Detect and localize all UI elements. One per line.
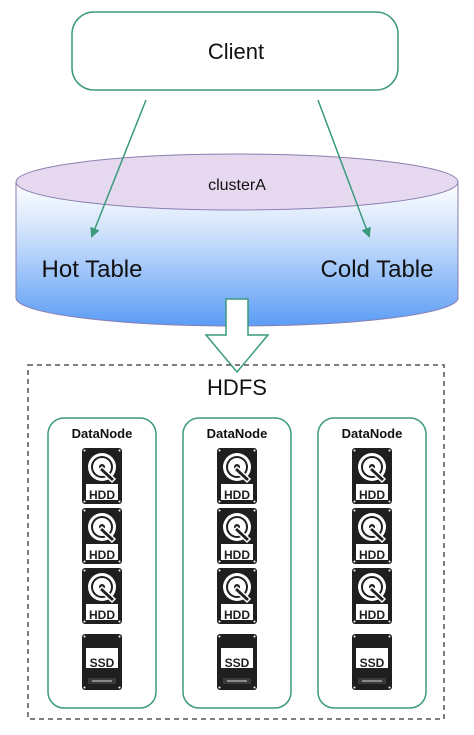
hdd-label: HDD bbox=[89, 548, 115, 562]
ssd-label: SSD bbox=[225, 656, 250, 670]
hdd-label: HDD bbox=[89, 608, 115, 622]
hdd-icon: HDD bbox=[352, 508, 392, 564]
ssd-icon: SSD bbox=[82, 634, 122, 690]
ssd-icon: SSD bbox=[352, 634, 392, 690]
ssd-label: SSD bbox=[360, 656, 385, 670]
hdd-label: HDD bbox=[224, 548, 250, 562]
datanode-label: DataNode bbox=[342, 426, 403, 441]
datanode-1: DataNode HDD HDD HDD SSD bbox=[47, 417, 157, 709]
down-arrow-to-hdfs bbox=[204, 298, 270, 374]
hdd-label: HDD bbox=[224, 608, 250, 622]
arrow-client-to-cold-table bbox=[317, 99, 371, 238]
datanode-label: DataNode bbox=[72, 426, 133, 441]
hot-table-label: Hot Table bbox=[42, 256, 143, 283]
hdd-icon: HDD bbox=[82, 508, 122, 564]
datanode-label: DataNode bbox=[207, 426, 268, 441]
ssd-icon: SSD bbox=[217, 634, 257, 690]
ssd-label: SSD bbox=[90, 656, 115, 670]
hdd-icon: HDD bbox=[352, 568, 392, 624]
client-box bbox=[71, 11, 399, 91]
client-label: Client bbox=[208, 39, 264, 64]
hdd-icon: HDD bbox=[217, 568, 257, 624]
hdfs-label: HDFS bbox=[207, 375, 267, 400]
cylinder-top bbox=[15, 153, 459, 211]
hdd-label: HDD bbox=[89, 488, 115, 502]
hdd-label: HDD bbox=[224, 488, 250, 502]
cold-table-label: Cold Table bbox=[321, 256, 434, 283]
arrow-client-to-hot-table bbox=[90, 99, 147, 238]
hdd-label: HDD bbox=[359, 488, 385, 502]
hdd-icon: HDD bbox=[352, 448, 392, 504]
hdfs-boundary bbox=[27, 364, 445, 720]
datanode-3: DataNode HDD HDD HDD SSD bbox=[317, 417, 427, 709]
hdd-icon: HDD bbox=[82, 448, 122, 504]
hdd-label: HDD bbox=[359, 548, 385, 562]
datanode-2: DataNode HDD HDD HDD SSD bbox=[182, 417, 292, 709]
hdd-icon: HDD bbox=[82, 568, 122, 624]
hdd-icon: HDD bbox=[217, 508, 257, 564]
hdd-icon: HDD bbox=[217, 448, 257, 504]
cluster-name: clusterA bbox=[208, 177, 266, 194]
hdd-label: HDD bbox=[359, 608, 385, 622]
